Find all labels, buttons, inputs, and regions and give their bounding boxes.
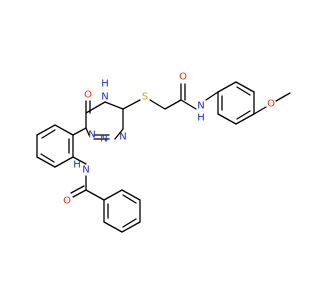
bond [236, 110, 251, 120]
bond [72, 189, 87, 198]
bond [72, 127, 87, 136]
bond [236, 86, 251, 96]
nitrogen-atom-label: N [88, 130, 95, 141]
bond [85, 101, 106, 114]
molecule-structure: O H N N N N S O N H O N H O [36, 72, 291, 233]
bond [41, 129, 56, 139]
nitrogen-hydrogen-label: H [197, 113, 205, 124]
bond [122, 99, 141, 110]
bond [40, 153, 55, 163]
oxygen-atom-label: O [84, 90, 92, 101]
bond [180, 99, 197, 110]
nitrogen-atom-label: N [100, 134, 107, 145]
bond [103, 221, 123, 233]
bond [235, 113, 255, 125]
bond [235, 81, 255, 93]
bond [149, 99, 166, 110]
bond [122, 194, 137, 204]
nitrogen-hydrogen-label: H [73, 160, 81, 171]
bond-lines [36, 81, 291, 233]
bond [121, 189, 141, 201]
sulfur-atom-label: S [142, 92, 148, 103]
bond [275, 92, 291, 102]
bond [122, 218, 137, 228]
bond [114, 128, 124, 140]
bond [217, 113, 237, 125]
bond [121, 221, 141, 233]
bond [253, 106, 267, 115]
bond [36, 156, 56, 168]
bond [217, 81, 237, 93]
molecule-canvas: O H N N N N S O N H O N H O [36, 72, 291, 233]
bond [205, 91, 219, 101]
atom-labels: O H N N N N S O N H O N H O [63, 72, 275, 207]
bond [54, 124, 74, 136]
bond [72, 156, 87, 165]
bond [104, 101, 124, 110]
oxygen-atom-label: O [179, 72, 187, 83]
bond [36, 124, 56, 136]
nitrogen-atom-label: N [101, 92, 108, 103]
nitrogen-hydrogen-label: H [101, 79, 109, 90]
bond [54, 156, 74, 168]
nitrogen-atom-label: N [82, 165, 89, 176]
oxygen-atom-label: O [267, 99, 275, 110]
nitrogen-atom-label: N [119, 132, 126, 143]
nitrogen-atom-label: N [197, 101, 204, 112]
bond [85, 127, 90, 136]
bond [70, 185, 85, 194]
bond [164, 99, 182, 110]
oxygen-atom-label: O [63, 196, 71, 207]
bond [85, 189, 105, 201]
bond [103, 189, 123, 201]
